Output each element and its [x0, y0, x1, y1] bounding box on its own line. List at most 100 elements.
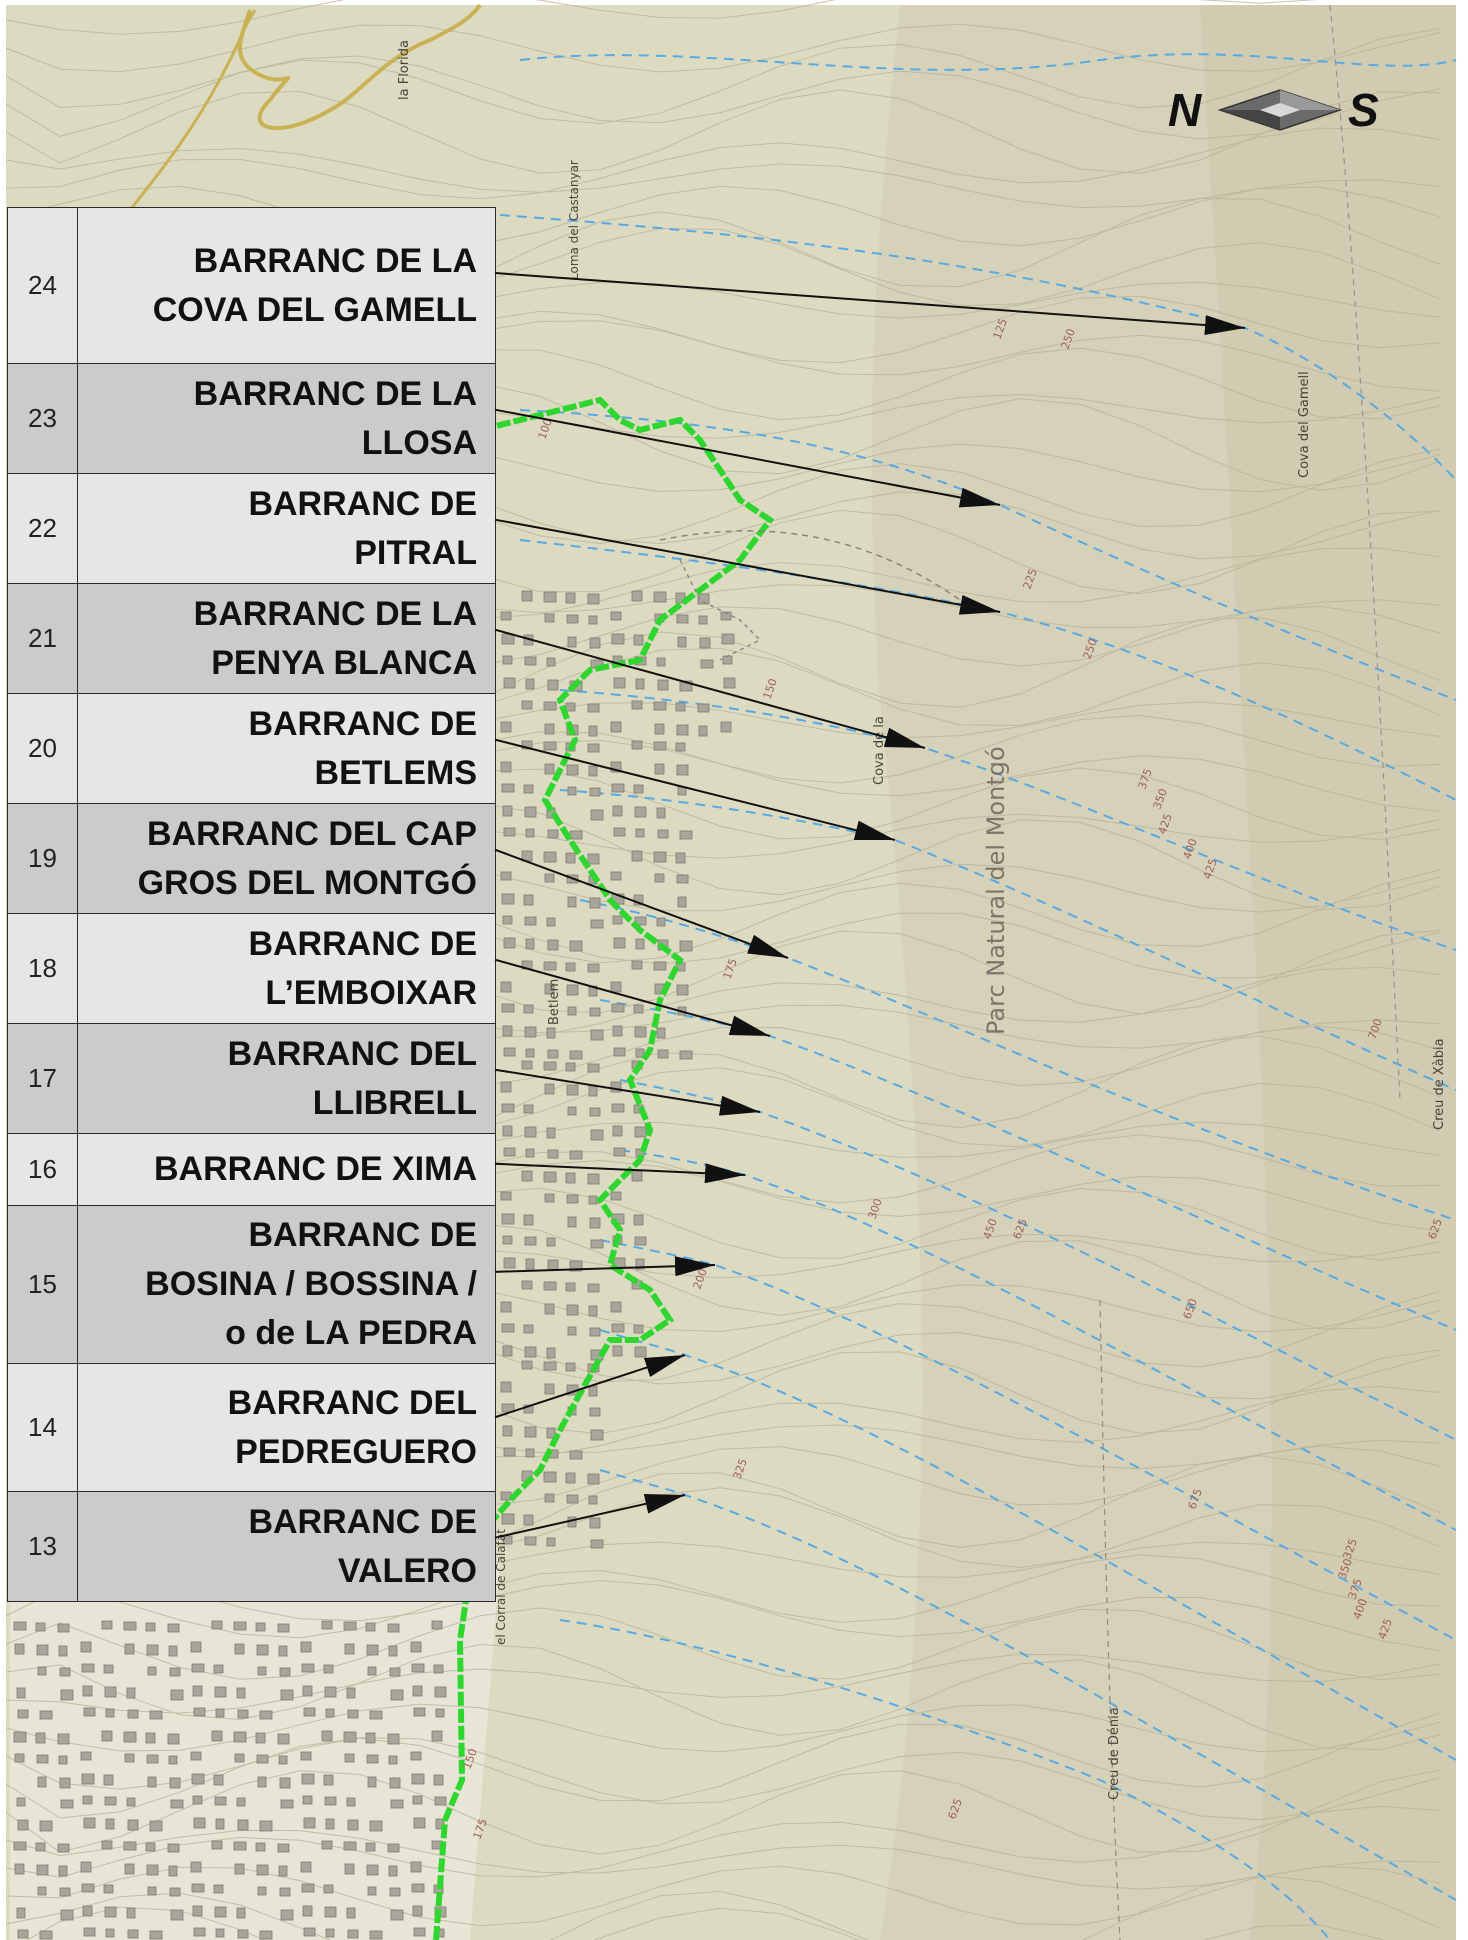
- building: [57, 1623, 70, 1633]
- building: [501, 1103, 515, 1113]
- building: [612, 1125, 623, 1137]
- building: [346, 1797, 356, 1807]
- building: [35, 1732, 46, 1744]
- building: [589, 1327, 601, 1337]
- building: [105, 1928, 115, 1938]
- building: [433, 1774, 444, 1786]
- building: [587, 1473, 600, 1485]
- legend-ravine-name-text: BARRANC DEL LLIBRELL: [227, 1034, 477, 1122]
- building: [675, 742, 686, 752]
- building: [587, 853, 600, 865]
- building: [367, 1886, 377, 1896]
- label-corral-calafat: el Corral de Calafat: [494, 1529, 508, 1645]
- building: [167, 1733, 180, 1745]
- legend-ravine-name: BARRANC DE BETLEMS: [77, 693, 496, 804]
- building: [523, 634, 534, 646]
- building: [82, 1905, 93, 1917]
- legend-ravine-name: BARRANC DE BOSINA / BOSSINA / o de LA PE…: [77, 1205, 496, 1364]
- legend-ravine-name: BARRANC DEL CAP GROS DEL MONTGÓ: [77, 803, 496, 914]
- compass-diamond-icon: [1218, 89, 1343, 131]
- building: [321, 1620, 333, 1630]
- building: [58, 1865, 68, 1877]
- building: [36, 1644, 49, 1656]
- building: [324, 1796, 337, 1806]
- building: [547, 1259, 559, 1271]
- building: [588, 725, 598, 737]
- building: [546, 1027, 556, 1039]
- building: [633, 1004, 644, 1014]
- contour-line: [5, 1829, 1441, 1890]
- building: [633, 634, 644, 646]
- building: [234, 1863, 245, 1875]
- building: [543, 851, 557, 863]
- building: [699, 637, 711, 649]
- building: [653, 851, 667, 863]
- building: [611, 1103, 625, 1113]
- building: [588, 1195, 598, 1205]
- building: [58, 1755, 68, 1765]
- building: [657, 679, 669, 691]
- building: [126, 1907, 136, 1919]
- building: [321, 1840, 333, 1850]
- legend-number: 18: [7, 913, 78, 1024]
- building: [502, 1345, 513, 1357]
- building: [565, 592, 576, 604]
- building: [369, 1710, 383, 1720]
- building: [431, 1620, 443, 1630]
- building: [323, 1774, 334, 1786]
- building: [36, 1754, 49, 1764]
- building: [590, 919, 604, 929]
- building: [57, 1843, 70, 1853]
- building: [589, 1407, 601, 1417]
- building: [587, 1283, 600, 1293]
- ravine-stream: [599, 1469, 1457, 1901]
- building: [81, 1883, 95, 1893]
- building: [59, 1667, 71, 1677]
- building: [720, 721, 732, 733]
- legend-ravine-name-text: BARRANC DE PITRAL: [248, 484, 477, 572]
- legend-ravine-name-text: BARRANC DE BETLEMS: [248, 704, 477, 792]
- building: [612, 805, 623, 817]
- building: [524, 1536, 537, 1546]
- building: [565, 702, 576, 712]
- building: [83, 1707, 96, 1717]
- building: [168, 1755, 178, 1765]
- building: [347, 1819, 359, 1831]
- building: [410, 1751, 422, 1761]
- building: [434, 1796, 447, 1806]
- building: [500, 1491, 512, 1501]
- building: [17, 1819, 29, 1831]
- building: [521, 1060, 533, 1070]
- legend-ravine-name: BARRANC DE VALERO: [77, 1491, 496, 1602]
- building: [566, 1384, 579, 1396]
- building: [168, 1865, 178, 1877]
- building: [366, 1754, 379, 1764]
- building: [565, 1172, 576, 1184]
- building: [567, 1106, 577, 1116]
- building: [722, 655, 733, 665]
- building: [343, 1621, 357, 1631]
- building: [237, 1819, 249, 1831]
- building: [256, 1864, 269, 1876]
- building: [60, 1689, 74, 1701]
- building: [365, 1842, 376, 1852]
- building: [36, 1864, 49, 1876]
- road-la-florida: [238, 3, 482, 131]
- building: [190, 1861, 202, 1873]
- building: [214, 1796, 227, 1806]
- building: [546, 1237, 556, 1247]
- building: [544, 1083, 555, 1095]
- building: [167, 1843, 180, 1853]
- building: [502, 1025, 513, 1037]
- building: [367, 1776, 377, 1788]
- building: [565, 962, 576, 972]
- building: [193, 1927, 206, 1937]
- building: [35, 1622, 46, 1632]
- building: [657, 1049, 669, 1059]
- building: [546, 657, 556, 667]
- building: [343, 1841, 357, 1851]
- building: [547, 1149, 559, 1159]
- contour-line: [5, 1769, 1441, 1855]
